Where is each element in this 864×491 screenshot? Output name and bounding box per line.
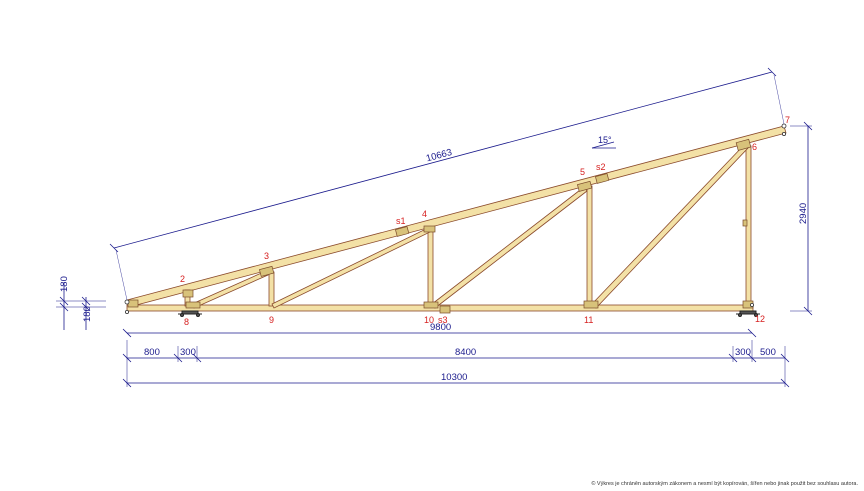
vertical-post-11 <box>586 185 593 307</box>
plate-label-s1: s1 <box>396 216 406 226</box>
node-label-2: 2 <box>180 274 185 284</box>
dim-rafter-length: 10663 <box>425 147 453 164</box>
dim-chord-length: 9800 <box>430 322 451 333</box>
dimension-lines <box>56 67 813 388</box>
dim-left-bottom: 180 <box>82 306 93 322</box>
end-markers <box>124 123 787 314</box>
plate-node-11 <box>583 300 599 309</box>
connector-plates <box>127 138 754 314</box>
plate-node-4 <box>423 225 436 233</box>
dim-height: 2940 <box>798 203 809 224</box>
dim-segment-4: 300 <box>735 347 751 358</box>
angle-symbol <box>591 141 616 149</box>
node-label-7: 7 <box>785 115 790 125</box>
truss-members <box>126 125 787 312</box>
top-chord <box>126 125 787 308</box>
node-label-4: 4 <box>422 209 427 219</box>
node-label-6: 6 <box>752 142 757 152</box>
node-label-9: 9 <box>269 315 274 325</box>
plate-label-s3: s3 <box>438 315 448 325</box>
dim-segment-3: 8400 <box>455 347 476 358</box>
plate-node-8 <box>185 301 201 309</box>
plate-node-10 <box>423 301 439 309</box>
node-label-11: 11 <box>584 315 593 325</box>
support-left <box>178 310 202 317</box>
plate-node-1 <box>127 299 139 308</box>
dim-total-length: 10300 <box>441 372 467 383</box>
roof-angle-label: 15° <box>598 135 612 145</box>
copyright-notice: © Výkres je chráněn autorským zákonem a … <box>591 481 858 487</box>
diagonal-11-6 <box>591 144 749 309</box>
diagonal-9-4 <box>271 227 431 309</box>
plate-node-3 <box>258 265 275 277</box>
plate-s1 <box>394 226 410 237</box>
plate-label-s2: s2 <box>596 162 606 172</box>
node-label-5: 5 <box>580 167 585 177</box>
plate-s3 <box>439 305 451 314</box>
plate-node-5 <box>576 180 593 192</box>
dim-segment-2: 300 <box>180 347 196 358</box>
plate-node-6 <box>735 138 752 151</box>
node-label-10: 10 <box>424 315 434 325</box>
dim-left-top: 180 <box>59 276 70 292</box>
node-label-3: 3 <box>264 251 269 261</box>
plate-vertical-12 <box>742 219 748 227</box>
supports <box>178 310 760 317</box>
support-right <box>736 310 760 317</box>
dim-segment-5: 500 <box>760 347 776 358</box>
dim-segment-1: 800 <box>144 347 160 358</box>
vertical-post-9 <box>268 271 275 307</box>
vertical-post-10 <box>427 227 434 307</box>
node-label-8: 8 <box>184 317 189 327</box>
node-label-12: 12 <box>755 314 765 324</box>
plate-node-2 <box>182 289 194 298</box>
plate-s2 <box>594 173 610 184</box>
